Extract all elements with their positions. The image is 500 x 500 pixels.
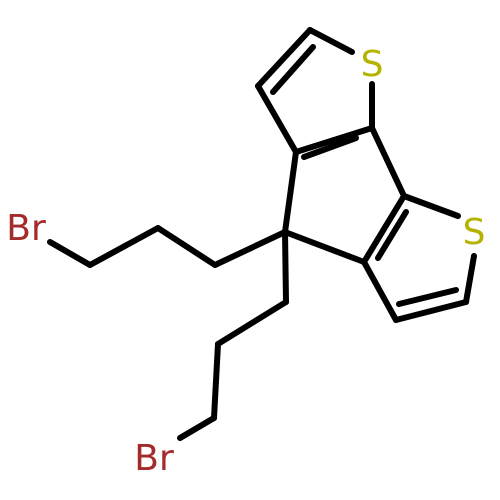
- bond-c6a-s2: [401, 193, 461, 219]
- bond-chain2b-chain2c: [211, 341, 221, 421]
- bond-chain2a-chain2b: [215, 299, 289, 347]
- bond-c3-s1: [307, 27, 355, 55]
- bond-c4-chain2a: [282, 229, 289, 305]
- bond-c6-c5: [393, 299, 469, 323]
- lower-bromopropyl-chain: [177, 229, 289, 441]
- bond-chain1b-chain1c: [87, 225, 161, 268]
- double-bond-inner-c5-c6: [396, 287, 459, 307]
- upper-bromopropyl-chain: [47, 225, 288, 268]
- bond-c3b-c2: [255, 83, 299, 155]
- atom-label-sulfur-upper: S: [361, 44, 384, 85]
- upper-thiophene-ring: [255, 27, 375, 160]
- bond-c3a-c3b: [293, 125, 375, 155]
- double-bond-inner-c4a-c6a: [375, 209, 409, 261]
- atom-label-sulfur-lower: S: [463, 212, 486, 253]
- bond-s2-c6: [463, 253, 477, 305]
- bond-c4-c4a: [282, 229, 367, 265]
- bond-chain2c-br2: [177, 415, 217, 441]
- bond-c4a-c6a: [361, 193, 407, 265]
- double-bond-inner-c3a-c3b: [301, 135, 359, 160]
- central-ring: [282, 125, 407, 265]
- bond-c3b-c4: [282, 149, 299, 235]
- bond-c3a-c6a: [369, 125, 407, 199]
- double-bond-inner-c2-c3: [270, 44, 316, 95]
- bond-c4-chain1a: [212, 229, 288, 268]
- bond-chain1a-chain1b: [155, 225, 218, 268]
- bond-c2-c3: [255, 27, 313, 89]
- bond-c5-c4a: [361, 259, 399, 323]
- atom-label-bromine-upper: Br: [6, 208, 46, 249]
- atom-label-bromine-lower: Br: [134, 438, 174, 479]
- lower-thiophene-ring: [361, 193, 477, 323]
- bond-chain1c-br1: [47, 239, 93, 268]
